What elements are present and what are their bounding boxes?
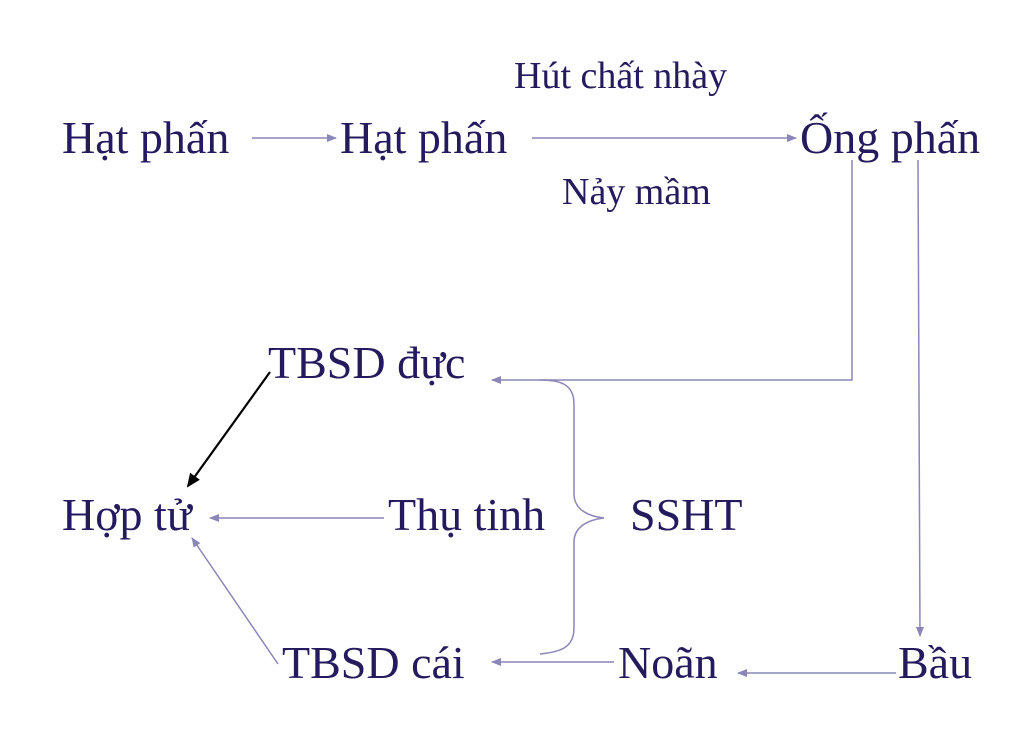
node-pollen-2: Hạt phấn xyxy=(340,112,508,163)
arrow-pollen-tube-to-ovary xyxy=(915,159,924,637)
node-zygote: Hợp tử xyxy=(62,489,192,540)
arrow-pollen-tube-to-sperm xyxy=(491,160,853,384)
node-pollen-1: Hạt phấn xyxy=(62,112,230,163)
label-absorb-mucus: Hút chất nhày xyxy=(514,55,728,97)
node-egg: TBSD cái xyxy=(282,637,465,688)
node-ovule: Noãn xyxy=(618,637,718,688)
arrow-egg-to-zygote xyxy=(191,537,279,665)
arrow-sperm-to-zygote xyxy=(186,371,271,488)
node-double-fertilization: SSHT xyxy=(630,489,743,540)
label-germinate: Nảy mầm xyxy=(562,171,711,213)
node-fertilization: Thụ tinh xyxy=(388,489,546,540)
node-sperm: TBSD đực xyxy=(268,337,466,388)
node-pollen-tube: Ống phấn xyxy=(800,112,981,163)
curly-brace xyxy=(539,379,605,655)
node-ovary: Bầu xyxy=(898,637,973,688)
